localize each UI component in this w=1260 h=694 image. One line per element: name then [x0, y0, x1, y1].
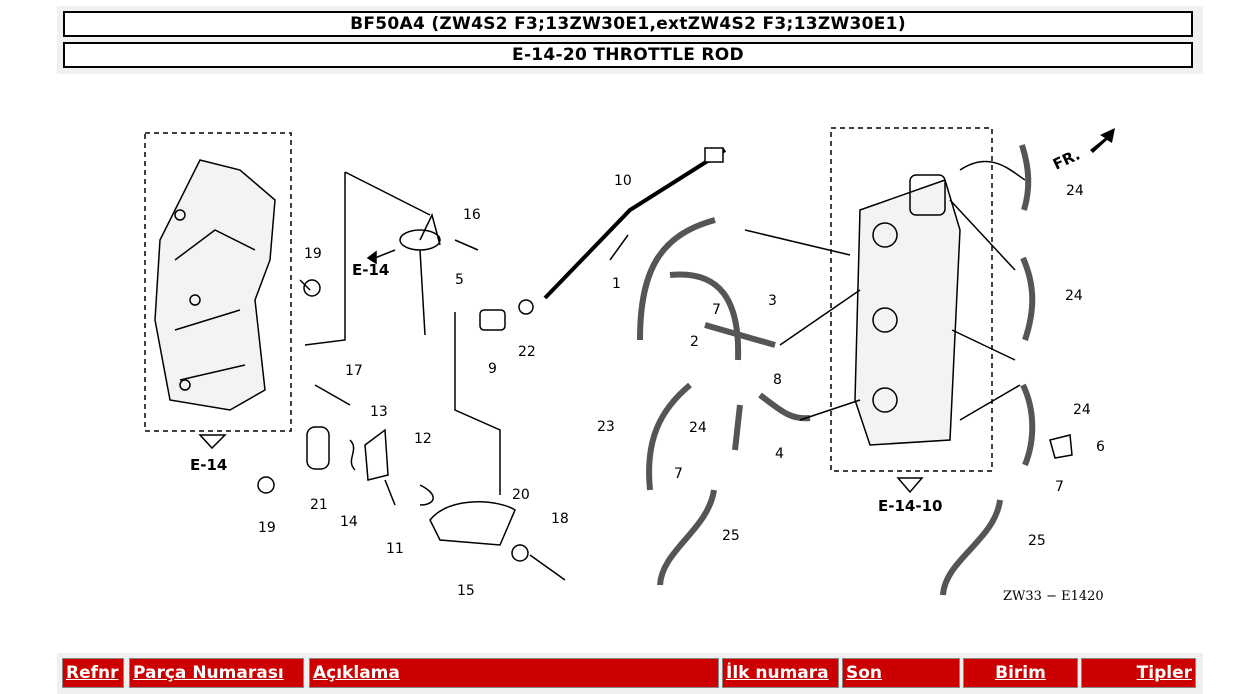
part-label-2: 2: [690, 334, 699, 350]
part-label-24a: 24: [689, 420, 707, 436]
part-label-15: 15: [457, 583, 475, 599]
ref-fr: FR.: [1050, 146, 1083, 174]
ref-e14-mid: E-14: [352, 261, 389, 279]
col-first-number[interactable]: İlk numara: [722, 658, 839, 688]
part-label-14: 14: [340, 514, 358, 530]
part-label-3: 3: [768, 293, 777, 309]
part-label-13: 13: [370, 404, 388, 420]
part-label-1: 1: [612, 276, 621, 292]
part-label-19b: 19: [258, 520, 276, 536]
col-description[interactable]: Açıklama: [309, 658, 719, 688]
part-label-24b: 24: [1066, 183, 1084, 199]
part-label-24d: 24: [1073, 402, 1091, 418]
fr-arrow-icon: [1090, 128, 1115, 153]
part-label-23: 23: [597, 419, 615, 435]
part-label-17: 17: [345, 363, 363, 379]
col-types[interactable]: Tipler: [1081, 658, 1196, 688]
model-title: BF50A4 (ZW4S2 F3;13ZW30E1,extZW4S2 F3;13…: [63, 11, 1193, 37]
col-refnr[interactable]: Refnr: [62, 658, 124, 688]
col-unit[interactable]: Birim: [963, 658, 1078, 688]
diagram-code: ZW33 − E1420: [1003, 589, 1104, 604]
part-label-11: 11: [386, 541, 404, 557]
ref-e14-left: E-14: [190, 456, 227, 474]
part-label-21: 21: [310, 497, 328, 513]
part-label-7a: 7: [712, 302, 721, 318]
part-label-7c: 7: [1055, 479, 1064, 495]
part-label-25a: 25: [722, 528, 740, 544]
left-assembly-box: [144, 132, 292, 432]
part-label-5: 5: [455, 272, 464, 288]
part-label-25b: 25: [1028, 533, 1046, 549]
ref-e1410: E-14-10: [878, 497, 942, 515]
part-label-7b: 7: [674, 466, 683, 482]
col-last[interactable]: Son: [842, 658, 960, 688]
section-title: E-14-20 THROTTLE ROD: [63, 42, 1193, 68]
col-part-number[interactable]: Parça Numarası: [129, 658, 304, 688]
part-label-6: 6: [1096, 439, 1105, 455]
header: BF50A4 (ZW4S2 F3;13ZW30E1,extZW4S2 F3;13…: [57, 6, 1203, 74]
part-label-24c: 24: [1065, 288, 1083, 304]
part-label-8: 8: [773, 372, 782, 388]
part-label-18: 18: [551, 511, 569, 527]
part-label-19a: 19: [304, 246, 322, 262]
part-label-20: 20: [512, 487, 530, 503]
part-label-4: 4: [775, 446, 784, 462]
part-label-16: 16: [463, 207, 481, 223]
part-label-22: 22: [518, 344, 536, 360]
part-label-10: 10: [614, 173, 632, 189]
part-label-12: 12: [414, 431, 432, 447]
part-label-9: 9: [488, 361, 497, 377]
table-header-row: Refnr Parça Numarası Açıklama İlk numara…: [57, 653, 1203, 694]
